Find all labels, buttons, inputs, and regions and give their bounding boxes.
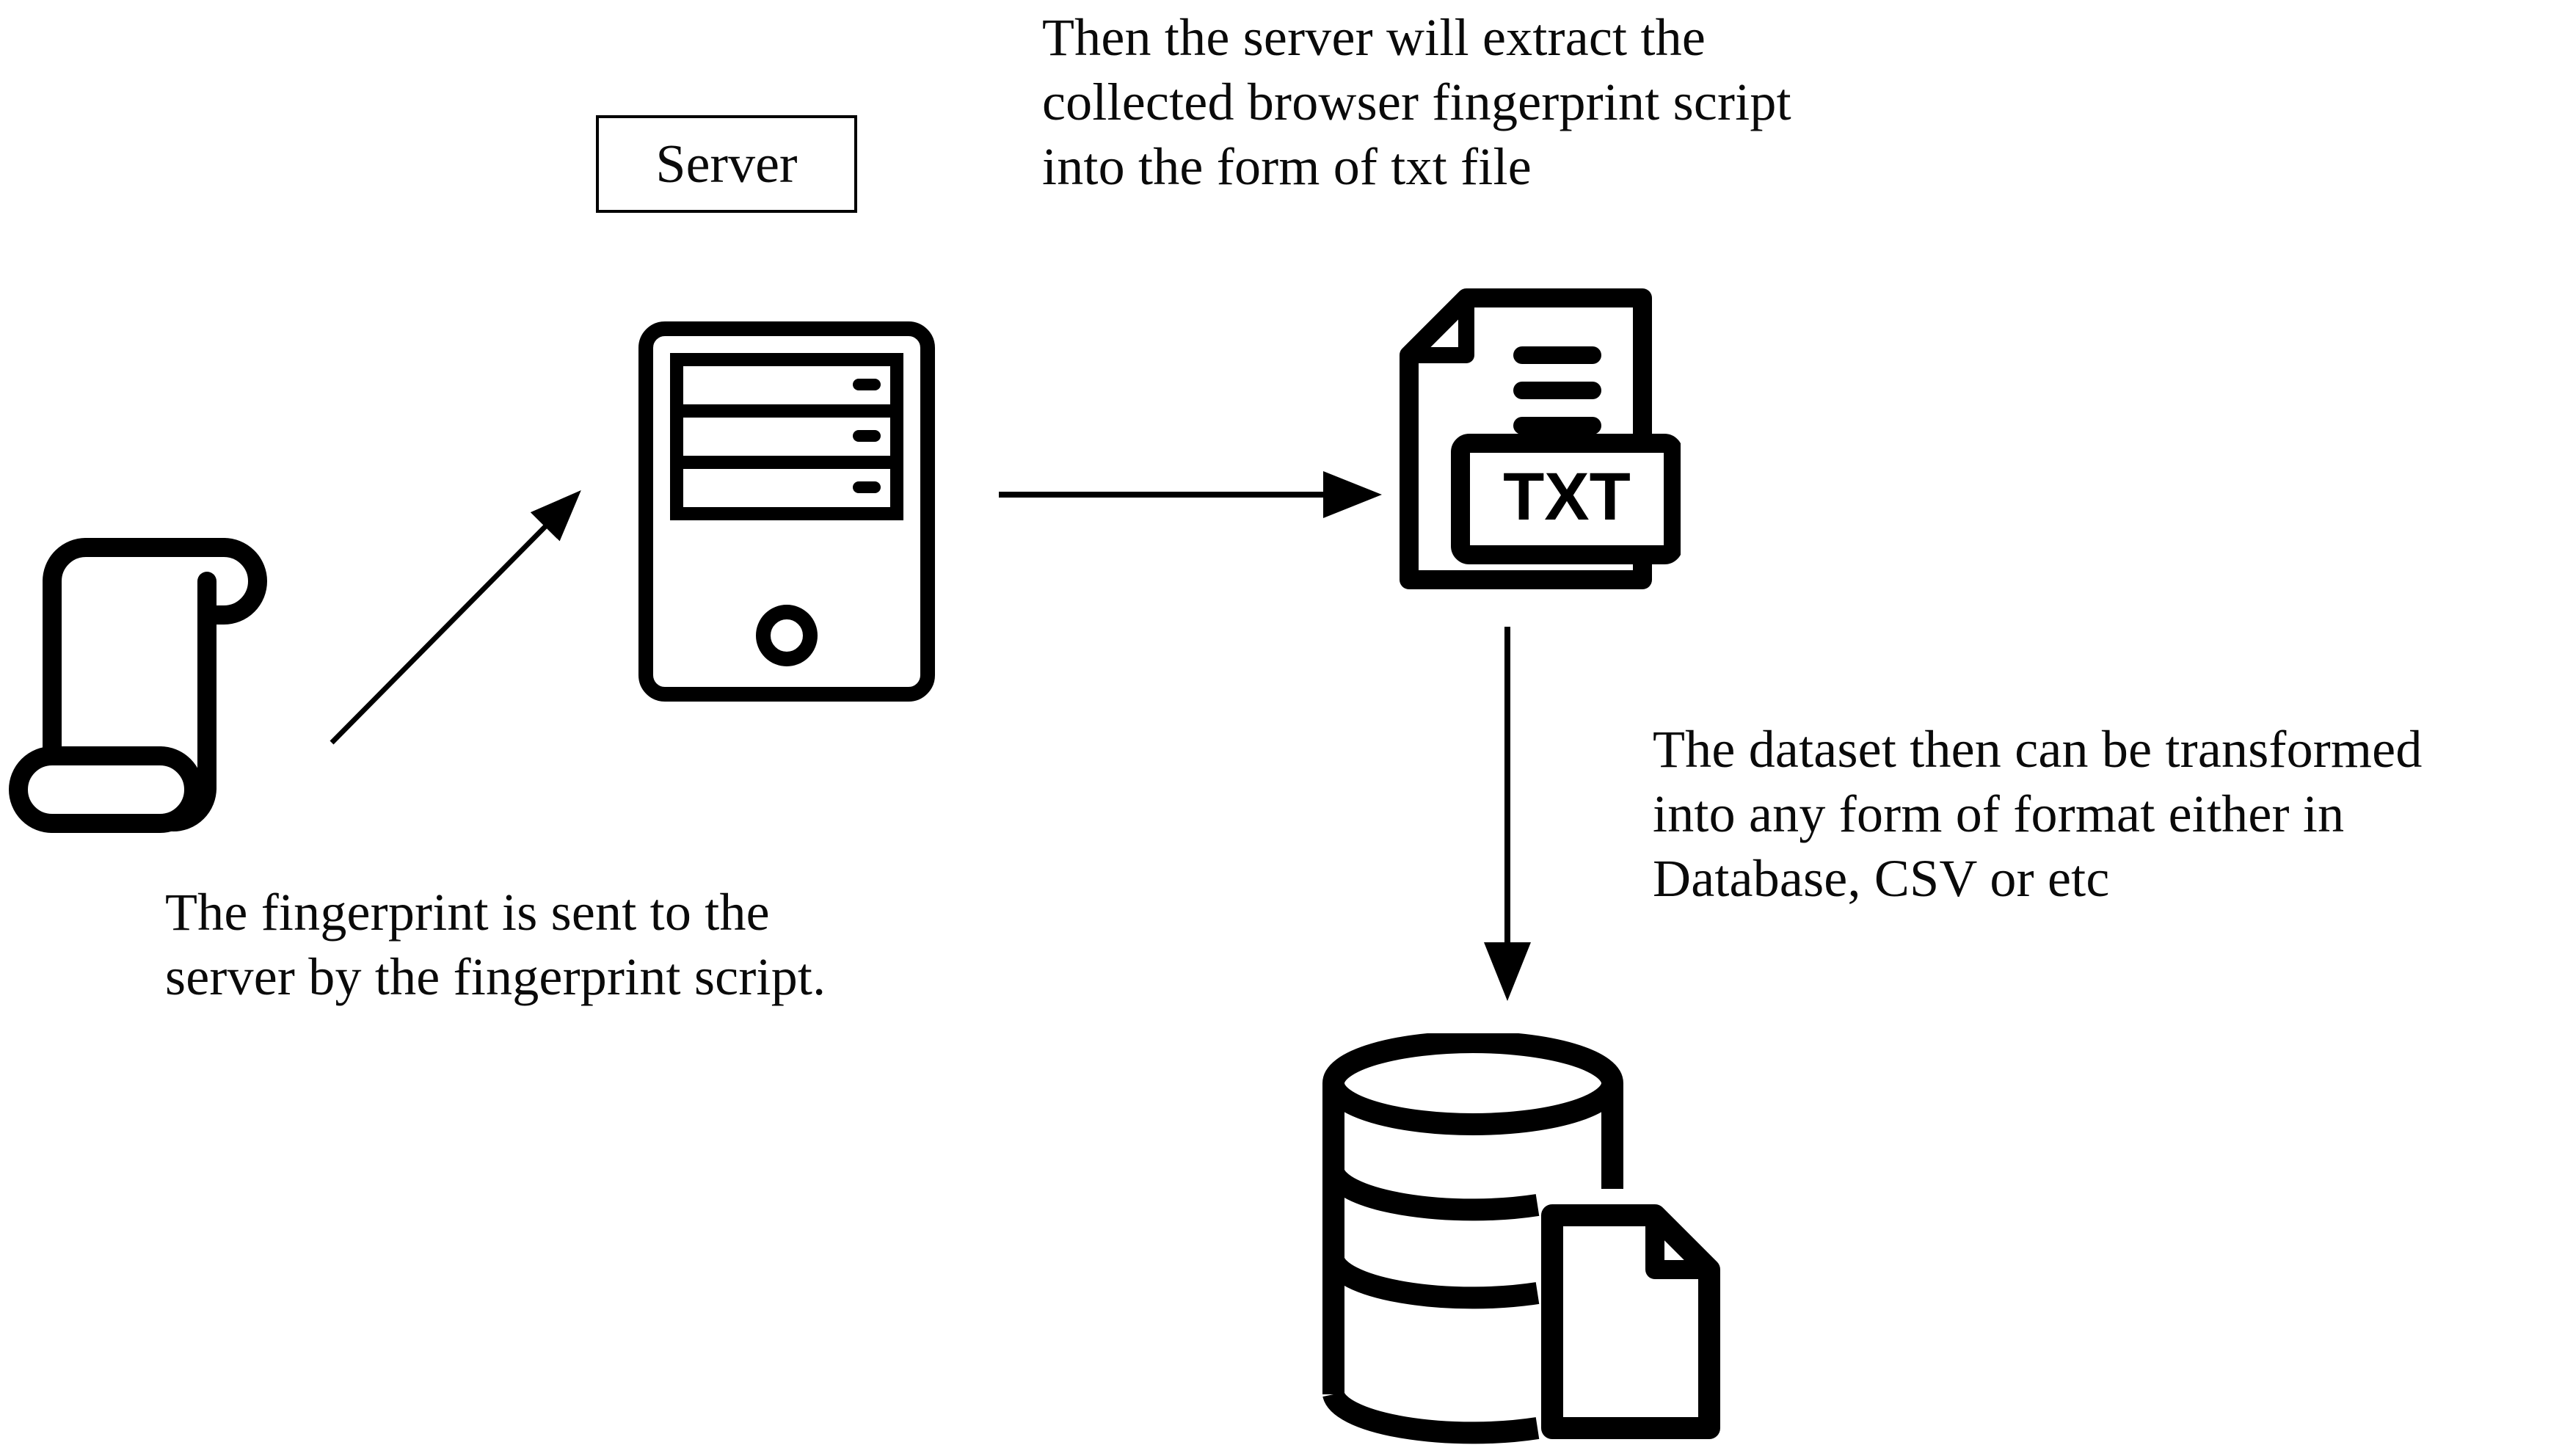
annotation-sent-note: The fingerprint is sent to the server by… bbox=[165, 883, 826, 1006]
arrow-server-to-txt bbox=[999, 471, 1382, 518]
arrow-scroll-to-server bbox=[330, 490, 581, 745]
annotation-dataset-note: The dataset then can be transformed into… bbox=[1653, 720, 2423, 908]
server-label-box: Server bbox=[596, 115, 857, 213]
arrow-txt-to-database bbox=[1484, 627, 1531, 1001]
database-icon bbox=[1310, 1033, 1780, 1444]
txt-file-icon: TXT bbox=[1387, 285, 1681, 593]
server-tower-icon bbox=[633, 317, 941, 706]
txt-badge-label: TXT bbox=[1503, 459, 1631, 534]
server-label-text: Server bbox=[655, 134, 798, 194]
annotation-extract-note: Then the server will extract the collect… bbox=[1042, 8, 1791, 196]
scroll-icon bbox=[7, 527, 301, 842]
